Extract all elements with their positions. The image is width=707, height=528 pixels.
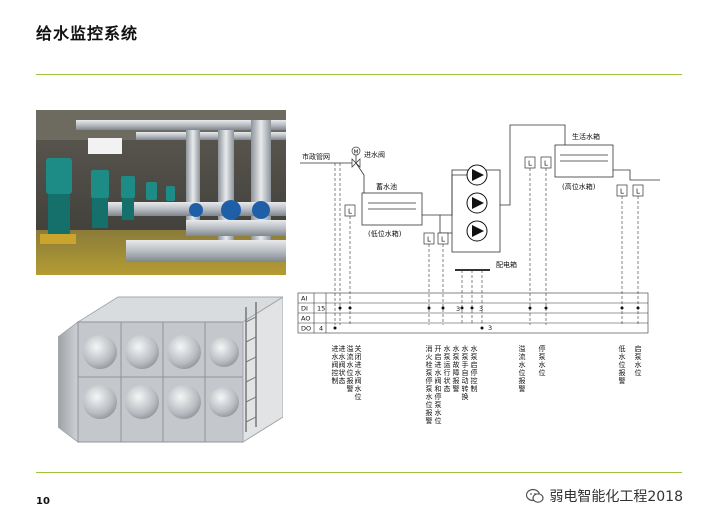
function-label: 关闭进水阀水位: [354, 344, 362, 401]
bottom-divider: [36, 472, 682, 473]
svg-text:(高位水箱): (高位水箱): [562, 182, 596, 191]
svg-text:L: L: [544, 160, 548, 168]
svg-text:AI: AI: [301, 295, 307, 303]
svg-text:L: L: [441, 236, 445, 244]
function-label: 水泵故障报警: [452, 344, 460, 393]
svg-text:3: 3: [488, 324, 492, 332]
function-label: 溢流水位报警: [346, 344, 354, 393]
footer-brand: 弱电智能化工程2018: [526, 486, 683, 506]
function-label: 低水位报警: [618, 344, 626, 385]
svg-text:AO: AO: [301, 315, 310, 323]
svg-text:DI: DI: [301, 305, 308, 313]
function-label: 水泵手自动转换: [461, 344, 469, 401]
svg-text:进水阀: 进水阀: [364, 150, 385, 159]
function-label: 消火栓泵停泵水位报警: [425, 344, 433, 425]
function-label: 开启进水阀和停泵水位: [434, 345, 442, 425]
svg-text:(低位水箱): (低位水箱): [368, 229, 402, 238]
svg-text:4: 4: [319, 325, 323, 333]
svg-text:生活水箱: 生活水箱: [572, 132, 600, 141]
svg-text:L: L: [636, 188, 640, 196]
function-label: 水泵启停控制: [470, 344, 478, 393]
water-supply-control-diagram: M L L L L L L L 市政管网 进水阀 蓄水池 (低位水箱: [297, 124, 660, 425]
page-title: 给水监控系统: [36, 24, 139, 43]
svg-text:DO: DO: [301, 325, 311, 333]
pump-room-photo: [36, 110, 286, 275]
svg-text:3: 3: [479, 305, 483, 313]
function-label: 水泵运行状态: [443, 344, 451, 393]
water-tank-image: [57, 292, 285, 447]
svg-text:L: L: [427, 236, 431, 244]
svg-text:蓄水池: 蓄水池: [376, 182, 397, 191]
svg-text:M: M: [354, 150, 359, 156]
svg-text:配电箱: 配电箱: [496, 260, 517, 269]
svg-text:市政管网: 市政管网: [302, 152, 330, 161]
page-number: 10: [36, 496, 50, 507]
function-label: 进水阀状态: [338, 345, 346, 385]
footer-text: 弱电智能化工程2018: [549, 489, 683, 505]
top-divider: [36, 74, 682, 75]
wechat-icon: [526, 488, 544, 503]
function-label: 启泵水位: [634, 344, 642, 377]
function-label: 进水阀控制: [331, 345, 339, 385]
svg-text:L: L: [348, 208, 352, 216]
svg-text:L: L: [620, 188, 624, 196]
svg-text:15: 15: [317, 305, 325, 313]
function-label: 溢流水位报警: [518, 344, 526, 393]
svg-text:L: L: [528, 160, 532, 168]
function-label: 停泵水位: [538, 344, 546, 377]
svg-text:3: 3: [456, 305, 460, 313]
